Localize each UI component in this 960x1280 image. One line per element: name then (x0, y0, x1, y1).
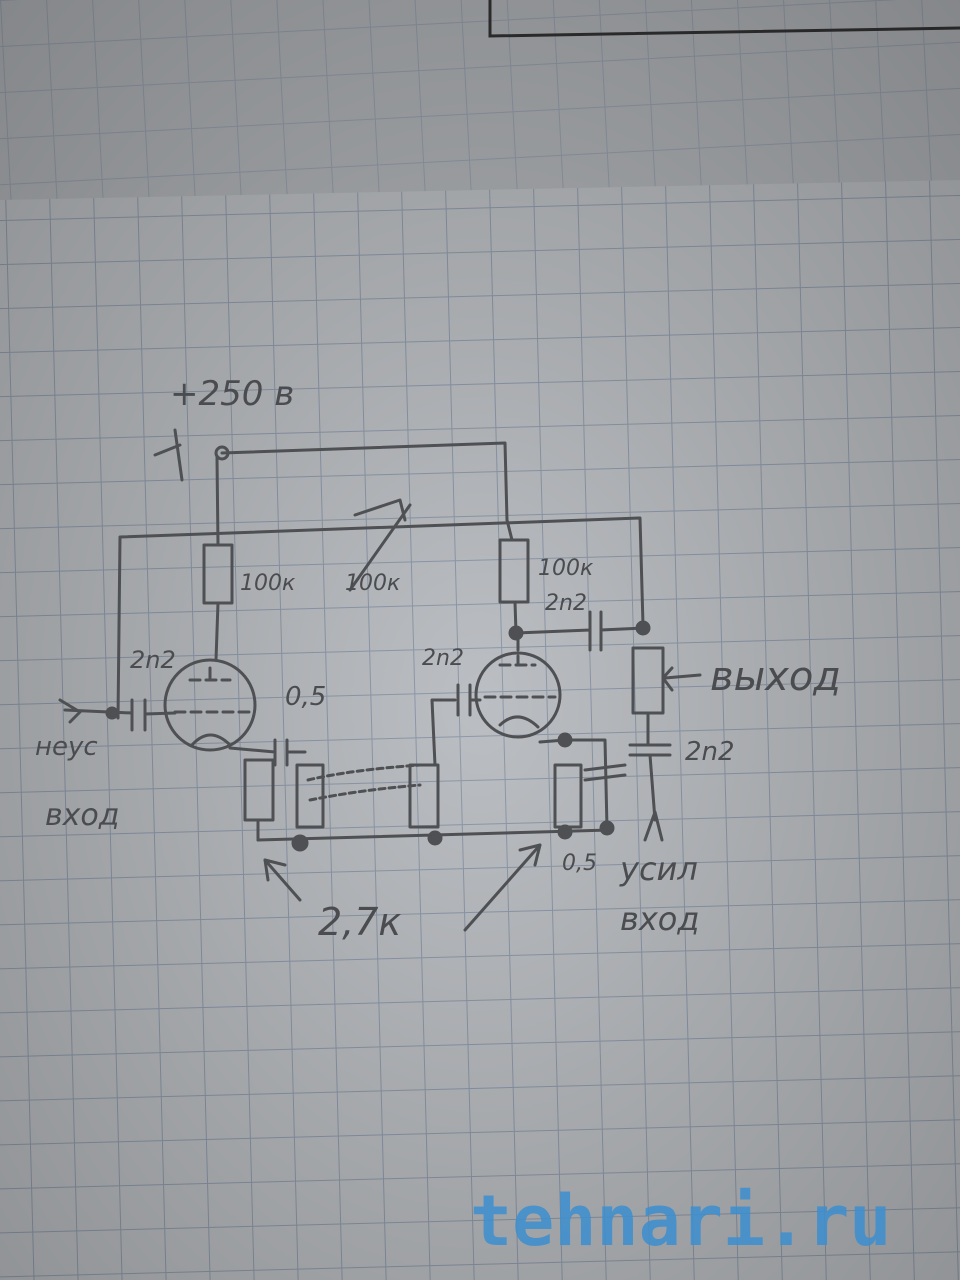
amplified-input-label-2: вход (620, 900, 700, 938)
cathode-resistors-label: 2,7к (318, 900, 401, 944)
coupling-cap-label: 2n2 (545, 591, 587, 616)
supply-voltage-label: +250 в (170, 374, 294, 414)
amplified-input-label-1: усил (619, 850, 698, 888)
anode-resistor-2-label: 100к (538, 556, 594, 581)
unamplified-input-label-1: неус (35, 732, 98, 762)
output-cap-label: 2n2 (685, 737, 735, 767)
cathode-cap-2-label: 0,5 (562, 851, 597, 876)
anode-resistor-1-label: 100к (240, 571, 296, 596)
circuit-wiring (58, 428, 702, 932)
input-cap-label: 2n2 (130, 646, 176, 674)
feedback-pot-label: 100к (345, 571, 401, 596)
watermark-logo: tehnari.ru (470, 1180, 891, 1262)
grid-cap-2-label: 2n2 (422, 646, 464, 671)
output-label: выход (710, 654, 841, 700)
unamplified-input-label-2: вход (45, 798, 120, 833)
cathode-cap-1-label: 0,5 (285, 682, 326, 712)
